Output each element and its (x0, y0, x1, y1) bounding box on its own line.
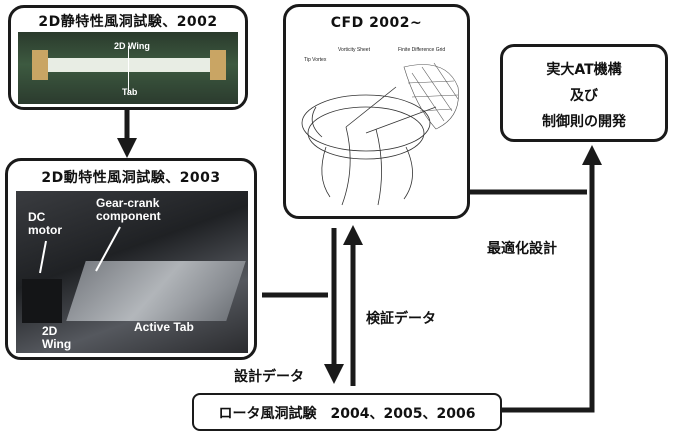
cfd-title: CFD 2002~ (286, 15, 467, 31)
pointer-lines (16, 191, 248, 353)
wing-mount-left (32, 50, 48, 80)
dynamic-test-photo: DC motor Gear-crank component 2D Wing Ac… (16, 191, 248, 353)
design-data-label: 設計データ (234, 366, 304, 386)
full-scale-line-1: 実大AT機構 (503, 59, 665, 79)
rotor-test-label: ロータ風洞試験 2004、2005、2006 (194, 403, 500, 423)
wing-model (44, 58, 214, 72)
full-scale-line-2: 及び (503, 85, 665, 105)
static-wing-label: 2D Wing (114, 42, 150, 51)
cfd-label-finite-difference-grid: Finite Difference Grid (398, 47, 445, 53)
full-scale-box: 実大AT機構 及び 制御則の開発 (500, 44, 668, 142)
optimization-label: 最適化設計 (487, 238, 557, 258)
full-scale-line-3: 制御則の開発 (503, 111, 665, 131)
tab-pointer-line (128, 46, 129, 92)
dynamic-test-title: 2D動特性風洞試験、2003 (8, 167, 254, 187)
static-test-box: 2D静特性風洞試験、2002 2D Wing Tab (8, 5, 248, 110)
cfd-label-tip-vortex: Tip Vortex (304, 57, 327, 63)
static-test-photo: 2D Wing Tab (18, 32, 238, 104)
cfd-rotor-diagram: Tip Vortex Vorticity Sheet Finite Differ… (286, 37, 467, 217)
verification-data-label: 検証データ (366, 308, 436, 328)
static-test-title: 2D静特性風洞試験、2002 (11, 11, 245, 31)
static-tab-label: Tab (122, 88, 137, 97)
cfd-label-vorticity-sheet: Vorticity Sheet (338, 47, 371, 53)
wing-mount-right (210, 50, 226, 80)
dynamic-test-box: 2D動特性風洞試験、2003 DC motor Gear-crank compo… (5, 158, 257, 360)
rotor-test-box: ロータ風洞試験 2004、2005、2006 (192, 393, 502, 431)
cfd-box: CFD 2002~ Tip Vortex Vorticity Sheet Fin… (283, 4, 470, 219)
